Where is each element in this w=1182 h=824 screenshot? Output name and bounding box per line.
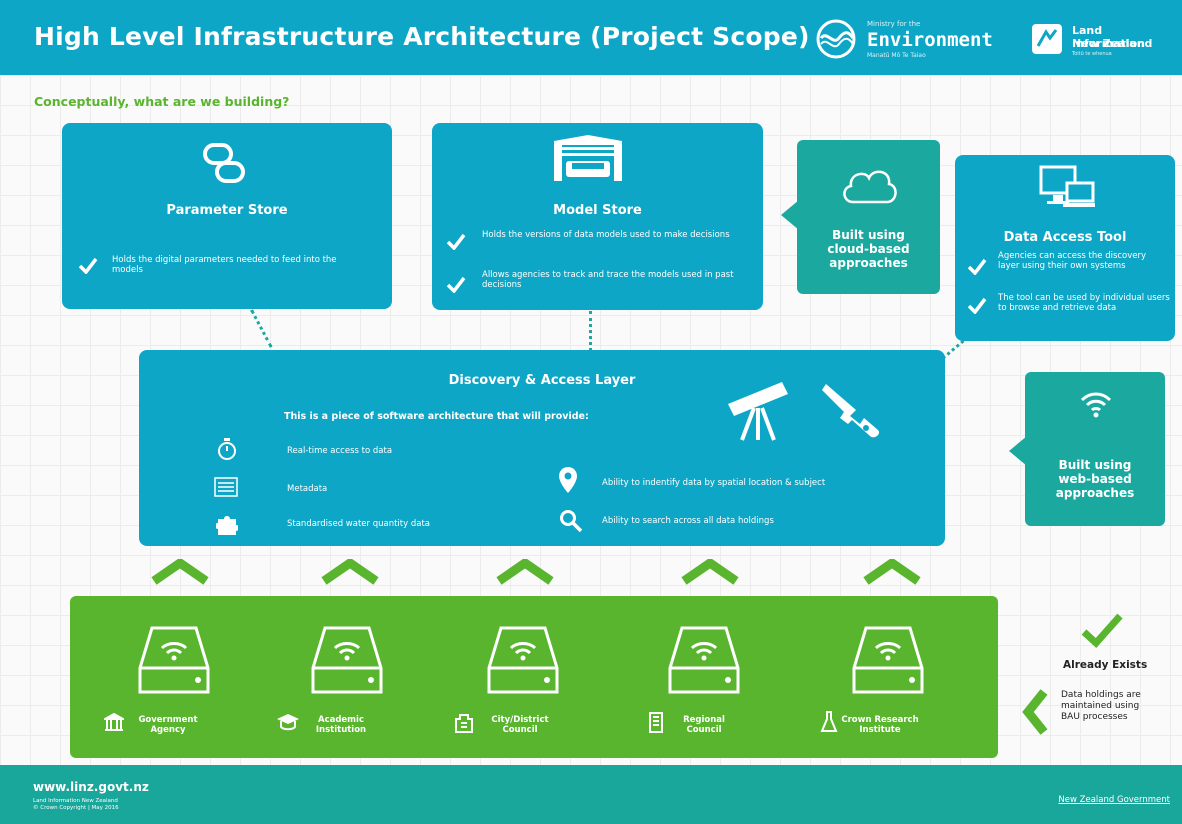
environment-logo-small: Ministry for the (867, 20, 921, 28)
graduation-cap-icon (277, 714, 299, 731)
cloud-callout: Built using cloud-based approaches (781, 140, 940, 294)
environment-logo: Ministry for the Environment Manatū Mō T… (815, 16, 995, 62)
discovery-right-item-1: Ability to indentify data by spatial loc… (602, 478, 826, 488)
cloud-icon (843, 170, 897, 204)
footer-copyright-line2: © Crown Copyright | May 2016 (33, 805, 119, 811)
wireless-drive-icon (852, 626, 924, 694)
parameter-store-box: Parameter Store Holds the digital parame… (62, 123, 392, 309)
linz-logo-line2: New Zealand (1072, 37, 1153, 50)
wireless-drive-icon (311, 626, 383, 694)
holding-label-line2: Institution (315, 725, 367, 735)
holding-label-line1: City/District (491, 715, 549, 725)
cloud-callout-line3: approaches (829, 256, 908, 270)
check-icon (78, 257, 98, 274)
parameter-store-item-1: Holds the digital parameters needed to f… (112, 255, 337, 275)
web-callout-line2: web-based (1058, 472, 1132, 486)
stopwatch-icon (218, 438, 236, 460)
holding-label-line1: Regional (683, 715, 725, 725)
model-store-box: Model Store Holds the versions of data m… (432, 123, 763, 310)
holding-label-line2: Institute (859, 725, 901, 735)
linz-logo-line3: Toitū te whenua (1072, 51, 1112, 57)
footer-copyright-line1: Land Information New Zealand (33, 798, 118, 804)
linz-logo: Land Information New Zealand Toitū te wh… (1032, 22, 1177, 62)
header-bar: High Level Infrastructure Architecture (… (0, 0, 1182, 75)
data-access-tool-item-2: The tool can be used by individual users… (998, 293, 1170, 313)
web-callout: Built using web-based approaches (1009, 372, 1165, 526)
up-chevron-icon (321, 559, 379, 585)
page-title: High Level Infrastructure Architecture (… (34, 22, 810, 51)
discovery-right-item-2: Ability to search across all data holdin… (602, 516, 774, 526)
up-chevron-icon (863, 559, 921, 585)
up-chevron-icon (681, 559, 739, 585)
model-store-item-2: Allows agencies to track and trace the m… (482, 270, 734, 290)
holding-label-line1: Academic (317, 715, 364, 725)
connector-model (589, 311, 592, 351)
model-store-title: Model Store (553, 203, 642, 218)
garage-car-icon (554, 135, 622, 181)
discovery-left-item-2: Metadata (287, 484, 328, 494)
left-chevron-icon (1022, 689, 1048, 735)
holding-label-line2: Council (502, 725, 538, 735)
up-chevron-icon (496, 559, 554, 585)
web-callout-line3: approaches (1055, 486, 1135, 500)
model-store-item-1: Holds the versions of data models used t… (482, 230, 730, 240)
legend-already-exists: Already Exists (1063, 659, 1148, 671)
check-icon (446, 276, 466, 293)
government-building-icon (104, 713, 124, 731)
data-holdings-panel: Government Agency Academic Institution C… (70, 596, 998, 758)
search-icon (560, 510, 583, 533)
cloud-callout-line2: cloud-based (827, 242, 910, 256)
linz-logo-icon (1032, 24, 1062, 54)
legend-bau-line2: maintained using (1061, 701, 1140, 711)
flask-icon (820, 711, 838, 732)
discovery-left-item-1: Real-time access to data (287, 446, 393, 456)
cloud-callout-line1: Built using (832, 228, 905, 242)
check-icon (967, 297, 987, 314)
link-icon (203, 143, 245, 183)
data-access-tool-box: Data Access Tool Agencies can access the… (955, 155, 1175, 341)
holding-label-line2: Council (686, 725, 722, 735)
environment-logo-tagline: Manatū Mō Te Taiao (867, 52, 926, 59)
callout-pointer (781, 200, 799, 230)
location-pin-icon (559, 467, 577, 493)
wifi-icon (1080, 392, 1112, 418)
discovery-layer-box: Discovery & Access Layer This is a piece… (139, 350, 945, 546)
puzzle-icon (216, 516, 238, 535)
parameter-store-title: Parameter Store (166, 203, 288, 218)
environment-logo-name: Environment (867, 29, 993, 51)
wireless-drive-icon (487, 626, 559, 694)
check-icon (1081, 613, 1123, 648)
telescope-icon (728, 382, 788, 441)
legend-bau-line1: Data holdings are (1061, 690, 1141, 700)
key-icon (822, 384, 880, 438)
footer-bar: www.linz.govt.nz Land Information New Ze… (0, 765, 1182, 824)
linz-logo-line1: Land Information (1072, 24, 1145, 50)
subtitle: Conceptually, what are we building? (34, 94, 290, 109)
legend-bau-line3: BAU processes (1061, 712, 1128, 722)
holding-label-line1: Government (138, 715, 198, 725)
discovery-layer-title: Discovery & Access Layer (448, 373, 636, 388)
computer-icon (1039, 165, 1095, 207)
environment-logo-icon (816, 19, 856, 59)
check-icon (446, 233, 466, 250)
web-callout-line1: Built using (1058, 458, 1132, 472)
data-access-tool-title: Data Access Tool (1003, 230, 1127, 245)
nz-government-logo: New Zealand Government (1058, 795, 1170, 805)
discovery-left-item-3: Standardised water quantity data (287, 519, 430, 529)
regional-building-icon (649, 712, 663, 733)
callout-pointer (1009, 436, 1027, 466)
council-building-icon (455, 714, 473, 733)
holding-label-line2: Agency (150, 725, 186, 735)
wireless-drive-icon (668, 626, 740, 694)
check-icon (967, 258, 987, 275)
footer-url[interactable]: www.linz.govt.nz (33, 780, 149, 794)
metadata-icon (214, 477, 238, 497)
discovery-layer-intro: This is a piece of software architecture… (284, 411, 589, 422)
wireless-drive-icon (138, 626, 210, 694)
up-chevron-icon (151, 559, 209, 585)
holding-label-line1: Crown Research (841, 715, 919, 725)
data-access-tool-item-1: Agencies can access the discovery layer … (998, 251, 1147, 271)
